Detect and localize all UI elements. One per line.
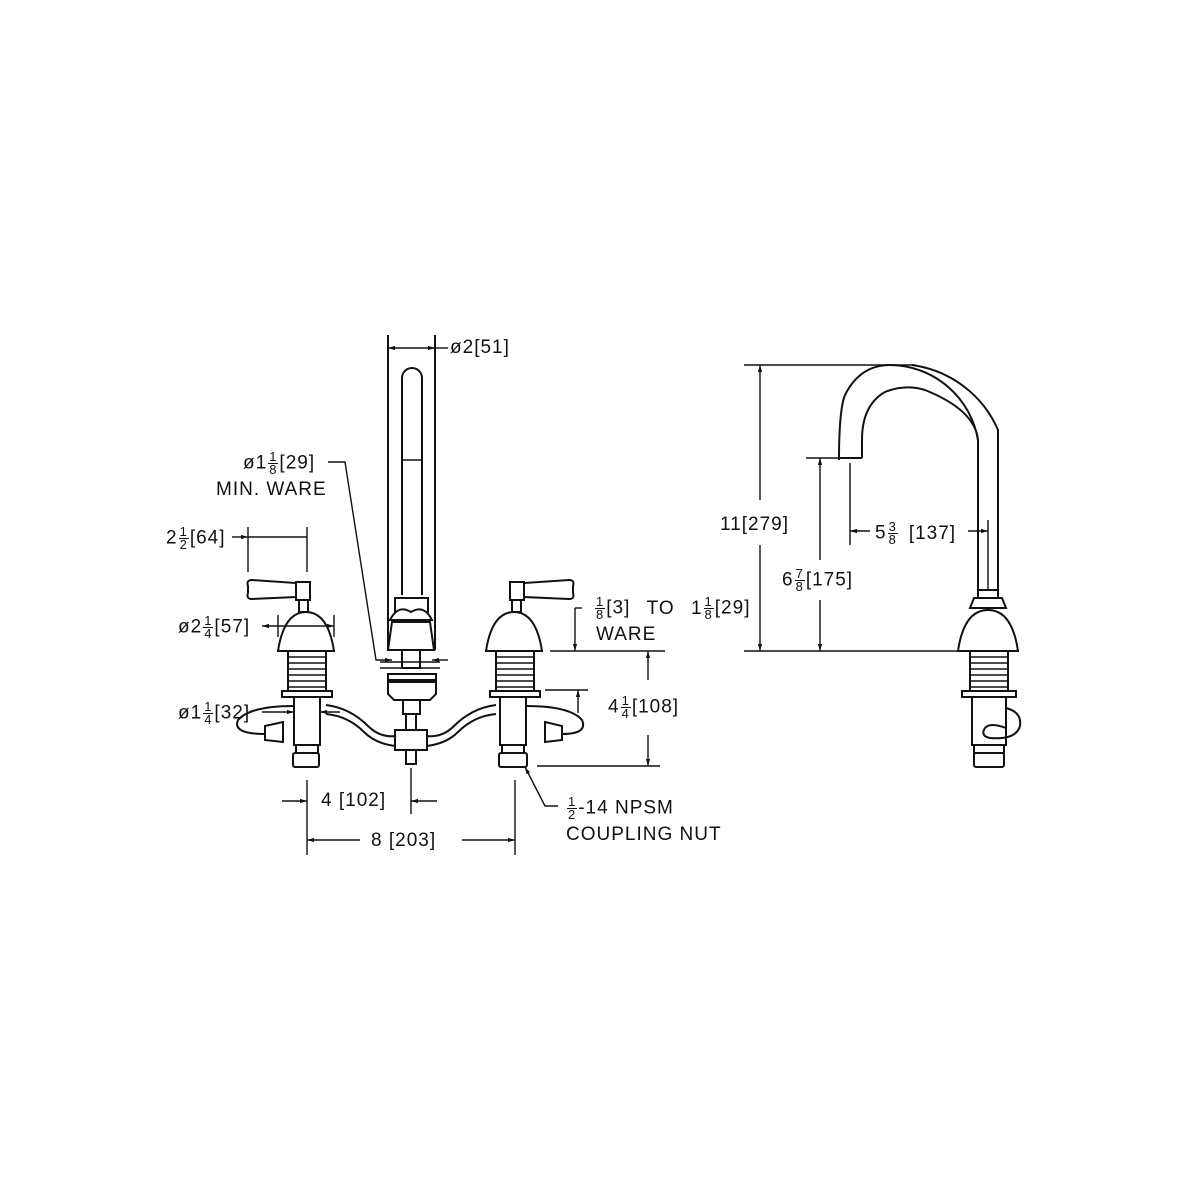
- dim-value: ø2: [178, 616, 203, 638]
- dim-value: 2: [166, 527, 178, 549]
- dim-center-to-center: 8 [203]: [371, 830, 437, 851]
- supply-hoses: [325, 704, 497, 747]
- dim-value: 1: [690, 597, 703, 619]
- right-valve: [484, 578, 584, 768]
- dim-metric: [51]: [474, 337, 510, 358]
- note-min-ware: MIN. WARE: [216, 479, 327, 500]
- frac-num: 1: [203, 699, 214, 714]
- frac-den: 2: [568, 807, 577, 822]
- dim-metric: [32]: [214, 702, 251, 724]
- dim-value: 5: [875, 522, 887, 544]
- dim-value: 6: [782, 569, 794, 591]
- frac-num: 1: [703, 594, 714, 609]
- frac-den: 8: [704, 607, 713, 622]
- note-coupling-nut-line2: COUPLING NUT: [566, 824, 722, 845]
- center-spout: [380, 335, 440, 765]
- frac-num: 7: [794, 566, 805, 581]
- dim-to: TO: [646, 597, 675, 619]
- frac-den: 2: [179, 537, 188, 552]
- dim-metric: [29]: [714, 597, 751, 619]
- frac-den: 4: [621, 706, 630, 721]
- dim-value: ø1: [178, 702, 203, 724]
- front-dimension-lines: [232, 345, 665, 855]
- frac-num: 1: [567, 794, 578, 809]
- front-view: [232, 335, 665, 855]
- dim-value: 4: [608, 696, 620, 718]
- frac-den: 4: [204, 626, 213, 641]
- frac-num: 1: [178, 524, 189, 539]
- frac-den: 8: [888, 532, 897, 547]
- frac-num: 1: [620, 693, 631, 708]
- side-view: [744, 363, 1022, 768]
- side-dimension-lines: [744, 364, 989, 652]
- frac-num: 1: [268, 449, 279, 464]
- dim-metric: [108]: [631, 696, 680, 718]
- frac-num: 1: [595, 594, 606, 609]
- frac-den: 8: [795, 579, 804, 594]
- frac-num: 3: [887, 519, 898, 534]
- dim-value: ø1: [243, 452, 268, 474]
- dim-metric: [3]: [606, 597, 631, 619]
- left-valve: [236, 578, 336, 768]
- note-ware: WARE: [596, 624, 657, 645]
- dim-metric: [64]: [189, 527, 226, 549]
- dim-metric: [175]: [805, 569, 854, 591]
- dim-center-to-spout: 4 [102]: [321, 790, 387, 811]
- dim-overall-height: 11[279]: [720, 514, 789, 535]
- dim-spout-diameter: ø2[51]: [450, 338, 510, 357]
- frac-den: 4: [204, 712, 213, 727]
- dim-metric: [29]: [279, 452, 316, 474]
- frac-num: 1: [203, 613, 214, 628]
- frac-den: 8: [596, 607, 605, 622]
- note-text: -14 NPSM: [578, 797, 674, 819]
- dim-metric: [137]: [908, 522, 957, 544]
- dim-metric: [57]: [214, 616, 251, 638]
- dim-value: ø2: [450, 337, 475, 358]
- frac-den: 8: [269, 462, 278, 477]
